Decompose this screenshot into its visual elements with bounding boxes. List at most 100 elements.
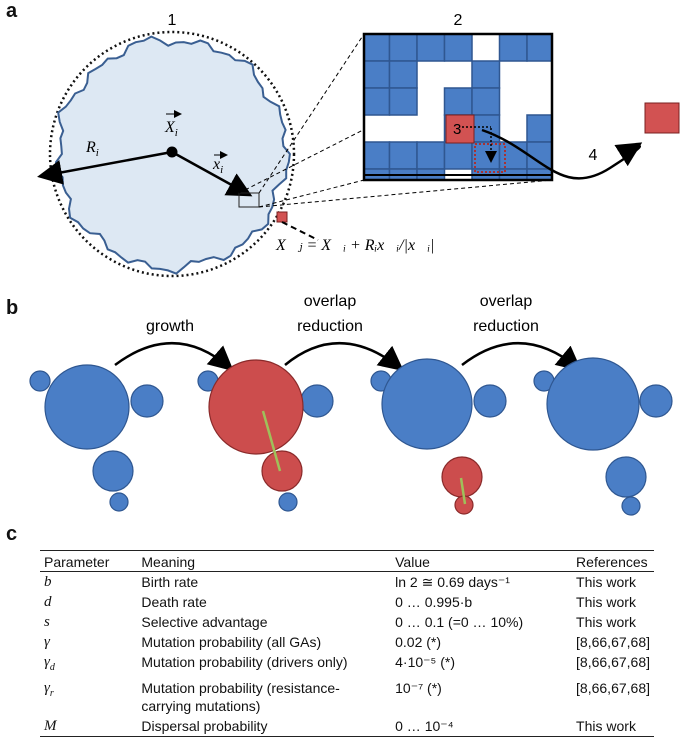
cell-meaning: Mutation probability (drivers only) (141, 654, 348, 670)
header-references: References (572, 550, 654, 572)
cell-parameter: γr (40, 678, 137, 716)
cell-parameter: γ (40, 632, 137, 652)
step-label-4: 4 (589, 147, 598, 164)
panel-letter-b: b (6, 297, 19, 319)
cell-parameter: γd (40, 652, 137, 678)
lattice-cell (471, 114, 501, 143)
dispersed-cell-near (276, 211, 288, 223)
dividing-cell (445, 114, 475, 144)
zoom-connector (258, 33, 365, 194)
stage-label-overlap-1b: reduction (297, 318, 363, 335)
lattice-cell (443, 87, 473, 116)
zoom-connector (258, 179, 553, 208)
offset-vector-label: xi (212, 151, 228, 176)
table-header-row: Parameter Meaning Value References (40, 550, 654, 572)
cell-parameter: M (40, 716, 138, 737)
header-meaning: Meaning (137, 550, 392, 572)
cell-reference: This work (576, 594, 636, 610)
table-row: d Death rate 0 … 0.995·b This work (40, 592, 654, 612)
lattice-cell (388, 141, 418, 170)
parameter-subscript: d (49, 662, 55, 673)
daughter-target-box (474, 143, 506, 173)
lattice-cell (388, 87, 418, 116)
center-vector-label: Xi (164, 110, 182, 139)
svg-text:xi: xi (212, 156, 223, 176)
lattice-cell (388, 168, 418, 180)
bounding-circle (48, 30, 296, 278)
radius-label: Ri (85, 139, 99, 159)
parameter-symbol: γ (44, 680, 50, 696)
cell-parameter: b (40, 572, 137, 593)
stage-label-overlap-2b: reduction (473, 318, 539, 335)
stage-label-overlap-1a: overlap (304, 293, 357, 310)
dispersed-cell (644, 102, 680, 134)
cell-cluster-stage-1 (29, 364, 164, 512)
parameter-subscript: r (49, 688, 54, 699)
growth-arrow (114, 342, 234, 372)
cell-meaning: Mutation probability (all GAs) (141, 634, 322, 650)
overlap-arrow-1 (284, 342, 404, 372)
overlap-arrow-2 (461, 342, 582, 372)
parameter-table: Parameter Meaning Value References b Birt… (40, 550, 654, 737)
zoom-source-box (238, 192, 260, 208)
cell-value: 0 … 0.1 (=0 … 10%) (395, 614, 524, 630)
parameter-symbol: γ (44, 654, 50, 670)
cell-cluster-stage-4 (533, 357, 673, 516)
cell-meaning: Birth rate (141, 574, 199, 590)
lattice-cell (416, 34, 446, 62)
lattice-cell (526, 114, 552, 143)
table-row: s Selective advantage 0 … 0.1 (=0 … 10%) Th… (40, 612, 654, 632)
lattice-cell (388, 60, 418, 89)
parameter-symbol: s (44, 614, 50, 630)
dispersal-arrow (481, 128, 643, 180)
header-value: Value (391, 550, 573, 572)
lattice-cell (388, 34, 418, 62)
lattice-cell (443, 141, 473, 170)
lattice-cell (364, 34, 391, 62)
radius-vector (37, 150, 173, 185)
cell-value: 0 … 0.995·b (395, 594, 473, 610)
cell-value: 4·10⁻⁵ (*) (395, 654, 456, 670)
cell-value: 10⁻⁷ (*) (395, 680, 442, 696)
lattice-cell (471, 60, 501, 89)
lattice-frame (362, 32, 554, 182)
lattice-cell (416, 141, 446, 170)
lattice-cell (443, 34, 473, 62)
cell-reference: This work (572, 716, 654, 737)
parameter-symbol: d (44, 594, 52, 610)
lattice-cell (498, 168, 528, 180)
header-parameter: Parameter (40, 550, 138, 572)
lattice-cell (364, 87, 391, 116)
offset-vector (171, 150, 253, 197)
cell-cluster-stage-2 (197, 359, 334, 512)
parameter-symbol: M (44, 718, 57, 734)
step-label-1: 1 (168, 12, 177, 29)
cell-cluster-stage-3 (370, 358, 507, 515)
step-label-3: 3 (453, 121, 461, 138)
lattice-cell (471, 141, 501, 170)
stage-label-growth: growth (146, 318, 194, 335)
cell-value: 0 … 10⁻⁴ (391, 716, 573, 737)
cell-meaning: Mutation probability (resistance-carryin… (141, 680, 340, 714)
lattice-cell (498, 34, 528, 62)
lattice-cell (526, 34, 552, 62)
panel-letter-a: a (6, 0, 18, 22)
lattice-cell (364, 168, 391, 180)
cell-meaning: Death rate (141, 594, 207, 610)
lattice-cell (471, 168, 501, 180)
cell-reference: This work (576, 614, 636, 630)
step-label-2: 2 (454, 12, 463, 29)
dispersal-formula: X⃗ⱼ = X⃗ᵢ + Rᵢx⃗ᵢ/|x⃗ᵢ| (275, 237, 435, 254)
cell-value: 0.02 (*) (395, 634, 442, 650)
stage-label-overlap-2a: overlap (480, 293, 533, 310)
cell-parameter: s (40, 612, 137, 632)
lattice-cell (471, 87, 501, 116)
panel-letter-c: c (6, 523, 18, 545)
cell-parameter: d (40, 592, 137, 612)
parameter-symbol: b (44, 574, 52, 590)
cell-meaning: Selective advantage (141, 614, 268, 630)
